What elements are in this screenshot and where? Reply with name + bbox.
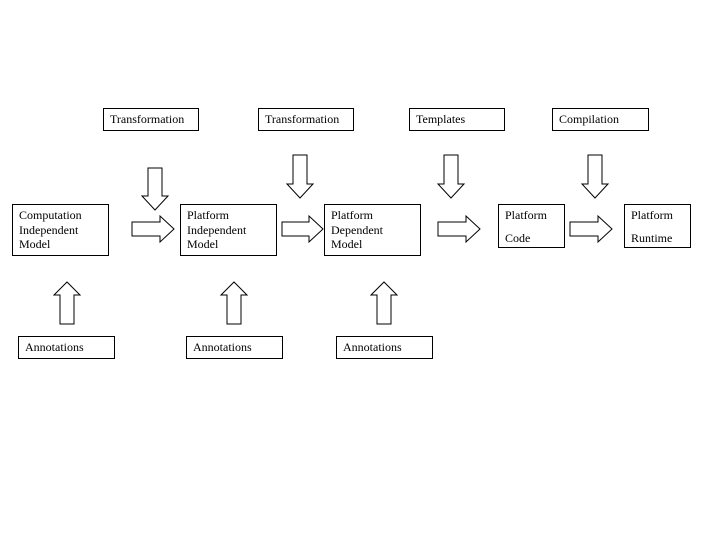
model-line: Independent xyxy=(187,222,247,237)
platform-runtime-box: Platform Runtime xyxy=(624,204,691,248)
computation-independent-model-box: Computation Independent Model xyxy=(12,204,109,256)
annotations-label-2: Annotations xyxy=(186,336,283,359)
label-text: Transformation xyxy=(110,112,185,126)
model-line: Model xyxy=(19,237,51,251)
model-line: Platform xyxy=(331,208,373,222)
label-text: Annotations xyxy=(343,340,402,354)
down-arrow-icon xyxy=(580,154,610,199)
down-arrow-icon xyxy=(285,154,315,199)
model-line: Independent xyxy=(19,222,79,237)
right-arrow-icon xyxy=(437,214,481,244)
right-arrow-icon xyxy=(281,214,324,244)
up-arrow-icon xyxy=(52,281,82,325)
transformation-label-1: Transformation xyxy=(103,108,199,131)
up-arrow-icon xyxy=(369,281,399,325)
annotations-label-1: Annotations xyxy=(18,336,115,359)
label-text: Templates xyxy=(416,112,466,126)
label-text: Annotations xyxy=(25,340,84,354)
label-text: Transformation xyxy=(265,112,340,126)
annotations-label-3: Annotations xyxy=(336,336,433,359)
down-arrow-icon xyxy=(436,154,466,199)
right-arrow-icon xyxy=(131,214,175,244)
label-text: Compilation xyxy=(559,112,619,126)
templates-label: Templates xyxy=(409,108,505,131)
up-arrow-icon xyxy=(219,281,249,325)
model-line: Runtime xyxy=(631,230,673,245)
compilation-label: Compilation xyxy=(552,108,649,131)
right-arrow-icon xyxy=(569,214,613,244)
model-line: Platform xyxy=(187,208,229,222)
label-text: Annotations xyxy=(193,340,252,354)
platform-dependent-model-box: Platform Dependent Model xyxy=(324,204,421,256)
model-line: Platform xyxy=(505,208,547,222)
model-line: Model xyxy=(187,237,219,251)
model-line: Model xyxy=(331,237,363,251)
down-arrow-icon xyxy=(140,167,170,211)
model-line: Code xyxy=(505,230,531,245)
model-line: Dependent xyxy=(331,222,383,237)
platform-code-box: Platform Code xyxy=(498,204,565,248)
transformation-label-2: Transformation xyxy=(258,108,354,131)
model-line: Computation xyxy=(19,208,82,222)
platform-independent-model-box: Platform Independent Model xyxy=(180,204,277,256)
model-line: Platform xyxy=(631,208,673,222)
